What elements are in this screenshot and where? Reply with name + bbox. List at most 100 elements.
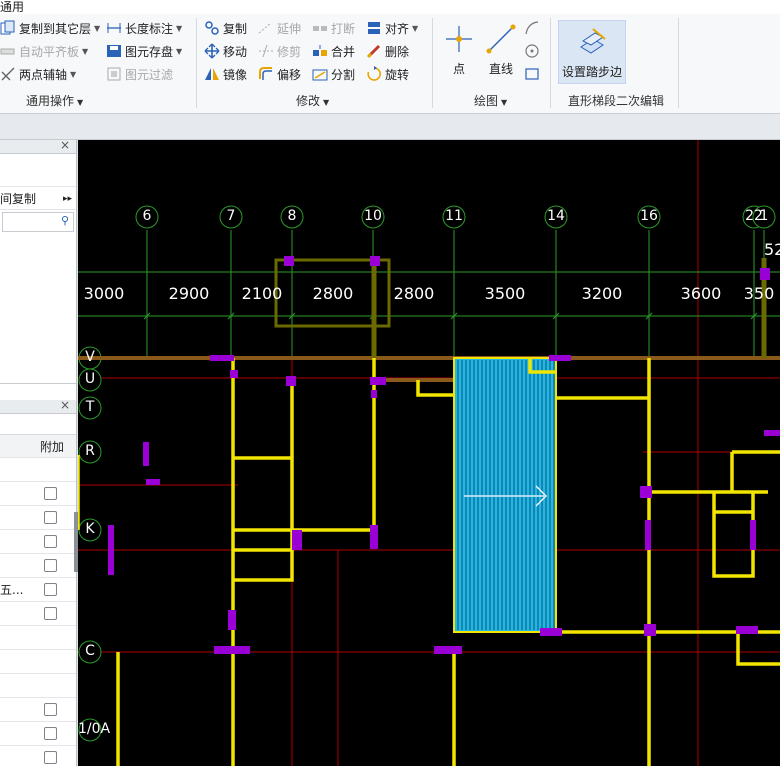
axis-label-left: 1/0A — [78, 721, 111, 737]
table-row[interactable] — [0, 554, 76, 578]
extend-icon — [258, 20, 274, 36]
axis-bubbles-left — [78, 346, 102, 742]
two-point-axis-label: 两点辅轴 — [19, 67, 68, 82]
group-separator — [432, 18, 433, 108]
checkbox[interactable] — [44, 559, 57, 572]
common-ops-group-label[interactable]: 通用操作▼ — [26, 92, 83, 109]
axis-label-left: T — [85, 399, 95, 415]
split-button[interactable]: 分割 — [312, 64, 355, 84]
save-element-label: 图元存盘 — [125, 44, 174, 59]
save-icon — [106, 43, 122, 59]
dimension-label: 3600 — [680, 284, 722, 303]
copy-floors-icon — [0, 20, 16, 36]
break-button[interactable]: 打断 — [312, 18, 355, 38]
two-point-axis-button[interactable]: 两点辅轴▼ — [0, 64, 76, 84]
rotate-label: 旋转 — [385, 67, 410, 82]
table-row[interactable] — [0, 530, 76, 554]
offset-label: 偏移 — [277, 67, 302, 82]
delete-label: 删除 — [385, 44, 410, 59]
split-label: 分割 — [331, 67, 356, 82]
close-icon[interactable]: × — [59, 398, 70, 412]
draw-point-button[interactable]: 点 — [442, 22, 476, 77]
break-icon — [312, 20, 328, 36]
table-row[interactable]: 五... — [0, 578, 76, 602]
auto-flat-button[interactable]: 自动平齐板▼ — [0, 41, 88, 61]
close-icon[interactable]: × — [59, 140, 70, 152]
draw-line-button[interactable]: 直线 — [484, 22, 518, 77]
move-button[interactable]: 移动 — [204, 41, 247, 61]
break-label: 打断 — [331, 21, 356, 36]
table-row[interactable] — [0, 482, 76, 506]
table-row[interactable] — [0, 722, 76, 746]
move-label: 移动 — [223, 44, 248, 59]
table-row[interactable] — [0, 602, 76, 626]
move-icon — [204, 43, 220, 59]
trim-button[interactable]: 修剪 — [258, 41, 301, 61]
checkbox[interactable] — [44, 751, 57, 764]
save-element-button[interactable]: 图元存盘▼ — [106, 41, 182, 61]
axis-label-left: K — [85, 521, 95, 537]
trim-label: 修剪 — [277, 44, 302, 59]
stair-edit-group-label: 直形梯段二次编辑 — [568, 92, 664, 109]
copy-icon — [204, 20, 220, 36]
filter-icon — [106, 66, 122, 82]
checkbox[interactable] — [44, 511, 57, 524]
line-label: 直线 — [488, 62, 513, 76]
filter-element-button[interactable]: 图元过滤 — [106, 64, 173, 84]
cad-drawing[interactable] — [78, 140, 780, 766]
panel2-header: × — [0, 398, 76, 414]
checkbox[interactable] — [44, 487, 57, 500]
merge-button[interactable]: 合并 — [312, 41, 355, 61]
set-step-edge-button[interactable]: 设置踏步边 — [558, 20, 626, 84]
checkbox[interactable] — [44, 583, 57, 596]
checkbox[interactable] — [44, 607, 57, 620]
copy-button[interactable]: 复制 — [204, 18, 247, 38]
axis-label-top: 8 — [287, 208, 297, 224]
checkbox[interactable] — [44, 535, 57, 548]
copy-to-floors-button[interactable]: 复制到其它层▼ — [0, 18, 100, 38]
table-row[interactable] — [0, 746, 76, 766]
table-row[interactable] — [0, 698, 76, 722]
chevron-down-icon: ▼ — [323, 98, 330, 107]
eraser-icon — [366, 43, 382, 59]
dimension-label: 3000 — [83, 284, 125, 303]
floor-copy-row[interactable]: 间复制 ▸▸ — [0, 186, 76, 210]
green-axis-lines — [78, 230, 780, 359]
checkbox[interactable] — [44, 703, 57, 716]
panel-spacer — [0, 154, 76, 186]
table-header-row: 附加 — [0, 434, 76, 458]
dimension-label: 2100 — [241, 284, 283, 303]
circle-icon — [524, 43, 540, 59]
line-icon — [484, 22, 518, 56]
rotate-button[interactable]: 旋转 — [366, 64, 409, 84]
extend-button[interactable]: 延伸 — [258, 18, 301, 38]
align-button[interactable]: 对齐▼ — [366, 18, 418, 38]
checkbox[interactable] — [44, 727, 57, 740]
group-separator — [550, 18, 551, 108]
table-row — [0, 458, 76, 482]
mirror-button[interactable]: 镜像 — [204, 64, 247, 84]
draw-rect-button[interactable] — [524, 64, 543, 84]
group-separator — [196, 18, 197, 108]
delete-button[interactable]: 删除 — [366, 41, 409, 61]
draw-arc-button[interactable] — [524, 18, 543, 38]
draw-group-label[interactable]: 绘图▼ — [474, 92, 507, 109]
axis-label-left: C — [85, 643, 95, 659]
draw-circle-button[interactable] — [524, 41, 543, 61]
extend-label: 延伸 — [277, 21, 302, 36]
rotate-icon — [366, 66, 382, 82]
double-chevron-right-icon[interactable]: ▸▸ — [62, 194, 72, 204]
search-field[interactable]: ⚲ — [2, 212, 74, 232]
point-label: 点 — [452, 62, 465, 76]
panel-splitter[interactable] — [74, 512, 78, 572]
stair-arrow-head — [535, 485, 547, 507]
offset-button[interactable]: 偏移 — [258, 64, 301, 84]
modify-group-label[interactable]: 修改▼ — [296, 92, 329, 109]
attach-column-header: 附加 — [40, 440, 65, 454]
table-row[interactable] — [0, 506, 76, 530]
title-bar: 通用 — [0, 0, 780, 14]
search-icon[interactable]: ⚲ — [60, 214, 69, 227]
dimension-label: 2800 — [312, 284, 354, 303]
length-mark-button[interactable]: 长度标注▼ — [106, 18, 182, 38]
